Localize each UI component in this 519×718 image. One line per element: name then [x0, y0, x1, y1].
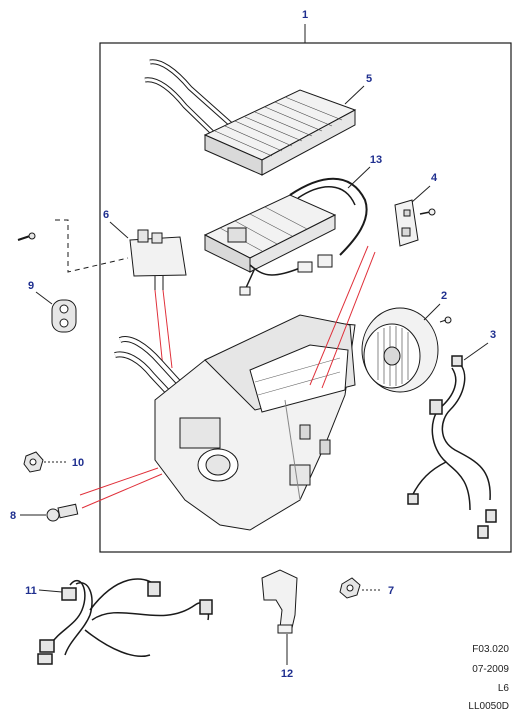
svg-text:5: 5 — [366, 73, 372, 85]
callout-1: 1 — [302, 9, 308, 43]
main-harness-part — [37, 578, 213, 665]
clip-nut-part — [339, 577, 361, 599]
callout-13: 13 — [347, 154, 382, 189]
callout-5: 5 — [344, 73, 372, 105]
svg-text:6: 6 — [103, 209, 109, 221]
nut-part — [23, 451, 44, 473]
engine-label: L6 — [497, 683, 509, 694]
callout-11: 11 — [25, 585, 63, 597]
bracket-part — [261, 569, 298, 634]
svg-text:2: 2 — [441, 290, 447, 302]
svg-text:3: 3 — [490, 329, 496, 341]
heater-housing-part — [114, 314, 356, 531]
callout-7: 7 — [362, 585, 394, 597]
resistor-pack-part — [394, 199, 436, 247]
grommet-part — [51, 299, 77, 333]
svg-text:7: 7 — [388, 585, 394, 597]
blower-harness-part — [407, 355, 497, 539]
svg-text:10: 10 — [72, 457, 84, 469]
callout-9: 9 — [28, 280, 53, 305]
sensor-highlight-lines — [154, 289, 173, 369]
svg-text:8: 8 — [10, 510, 16, 522]
svg-text:4: 4 — [431, 172, 438, 184]
heater-matrix-part — [144, 59, 357, 176]
svg-text:13: 13 — [370, 154, 382, 166]
blower-motor-part — [361, 307, 452, 393]
bolt-highlight-lines — [79, 467, 163, 509]
bolt-part — [46, 503, 79, 522]
sensor-bracket-dashed — [55, 219, 129, 273]
svg-text:11: 11 — [25, 585, 37, 597]
date-label: 07-2009 — [472, 664, 509, 675]
callout-2: 2 — [423, 290, 447, 321]
ptc-highlight-lines — [309, 245, 376, 389]
callout-3: 3 — [463, 329, 496, 361]
drawing-id: LL0050D — [468, 701, 509, 712]
ptc-heater-part — [203, 177, 368, 296]
sensor-part — [129, 229, 187, 290]
callout-8: 8 — [10, 510, 46, 522]
figure-ref: F03.020 — [472, 644, 509, 655]
callout-6: 6 — [103, 209, 129, 239]
screw-left — [17, 232, 36, 241]
svg-text:1: 1 — [302, 9, 308, 21]
svg-text:12: 12 — [281, 668, 293, 680]
callout-10: 10 — [44, 457, 84, 469]
svg-text:9: 9 — [28, 280, 34, 292]
callout-12: 12 — [281, 634, 293, 680]
callout-4: 4 — [411, 172, 438, 203]
